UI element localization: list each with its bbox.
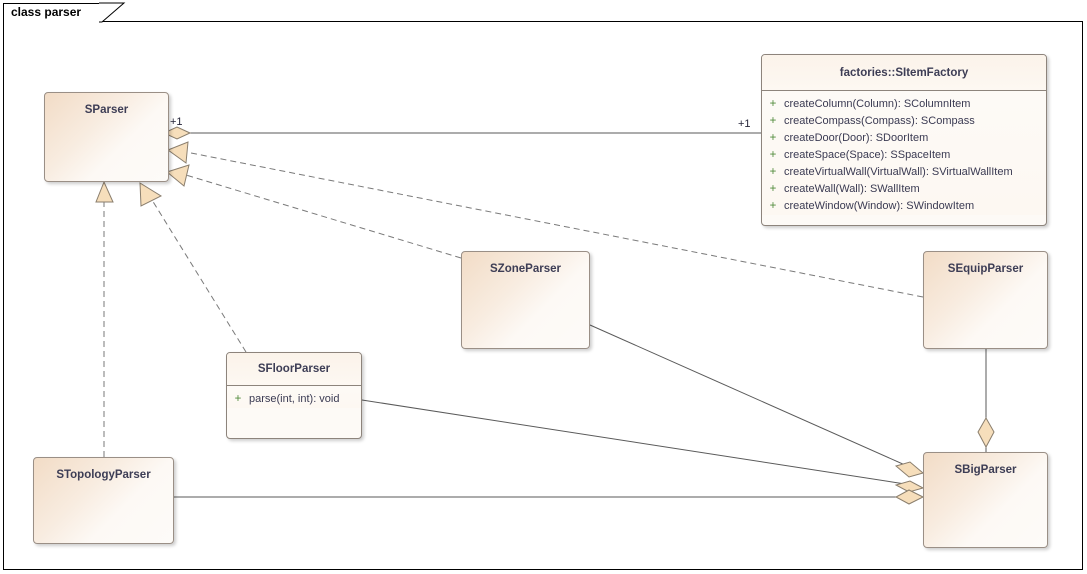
visibility-marker: + <box>769 200 777 212</box>
class-box-stopologyparser[interactable]: STopologyParser <box>33 457 174 544</box>
class-title-sitemfactory: factories::SItemFactory <box>762 55 1046 91</box>
class-title-szoneparser: SZoneParser <box>490 263 561 275</box>
member-row: + createColumn(Column): SColumnItem <box>762 96 1046 113</box>
member-row: + createSpace(Space): SSpaceItem <box>762 147 1046 164</box>
class-box-szoneparser[interactable]: SZoneParser <box>461 251 590 349</box>
member-signature: createSpace(Space): SSpaceItem <box>784 149 951 161</box>
class-title-sbigparser: SBigParser <box>954 464 1017 476</box>
class-members-sitemfactory: + createColumn(Column): SColumnItem + cr… <box>762 91 1046 215</box>
class-box-sfloorparser[interactable]: SFloorParser + parse(int, int): void <box>226 352 362 439</box>
class-title-sequipparser: SEquipParser <box>947 263 1024 275</box>
tab-slant <box>99 2 126 23</box>
member-row: + parse(int, int): void <box>227 391 361 408</box>
visibility-marker: + <box>234 393 242 405</box>
visibility-marker: + <box>769 115 777 127</box>
member-row: + createVirtualWall(VirtualWall): SVirtu… <box>762 164 1046 181</box>
diagram-tab[interactable] <box>3 3 99 22</box>
class-box-sitemfactory[interactable]: factories::SItemFactory + createColumn(C… <box>761 54 1047 226</box>
member-row: + createWindow(Window): SWindowItem <box>762 198 1046 215</box>
class-members-sfloorparser: + parse(int, int): void <box>227 386 361 408</box>
visibility-marker: + <box>769 149 777 161</box>
diagram-frame <box>3 21 1083 570</box>
class-title-sfloorparser: SFloorParser <box>227 353 361 386</box>
class-box-sbigparser[interactable]: SBigParser <box>923 452 1048 548</box>
visibility-marker: + <box>769 98 777 110</box>
member-signature: parse(int, int): void <box>249 393 340 405</box>
member-signature: createVirtualWall(VirtualWall): SVirtual… <box>784 166 1013 178</box>
diagram-tab-label: class parser <box>11 5 82 19</box>
member-signature: createCompass(Compass): SCompass <box>784 115 975 127</box>
member-signature: createWindow(Window): SWindowItem <box>784 200 975 212</box>
member-row: + createCompass(Compass): SCompass <box>762 113 1046 130</box>
member-signature: createDoor(Door): SDoorItem <box>784 132 929 144</box>
member-signature: createColumn(Column): SColumnItem <box>784 98 971 110</box>
class-title-sparser: SParser <box>84 104 129 116</box>
class-box-sparser[interactable]: SParser <box>44 92 169 182</box>
visibility-marker: + <box>769 183 777 195</box>
member-row: + createDoor(Door): SDoorItem <box>762 130 1046 147</box>
visibility-marker: + <box>769 166 777 178</box>
multiplicity-label-sparser: +1 <box>170 116 183 128</box>
visibility-marker: + <box>769 132 777 144</box>
class-title-stopologyparser: STopologyParser <box>56 469 151 481</box>
multiplicity-label-sitemfactory: +1 <box>738 118 751 130</box>
member-row: + createWall(Wall): SWallItem <box>762 181 1046 198</box>
class-box-sequipparser[interactable]: SEquipParser <box>923 251 1048 349</box>
member-signature: createWall(Wall): SWallItem <box>784 183 920 195</box>
